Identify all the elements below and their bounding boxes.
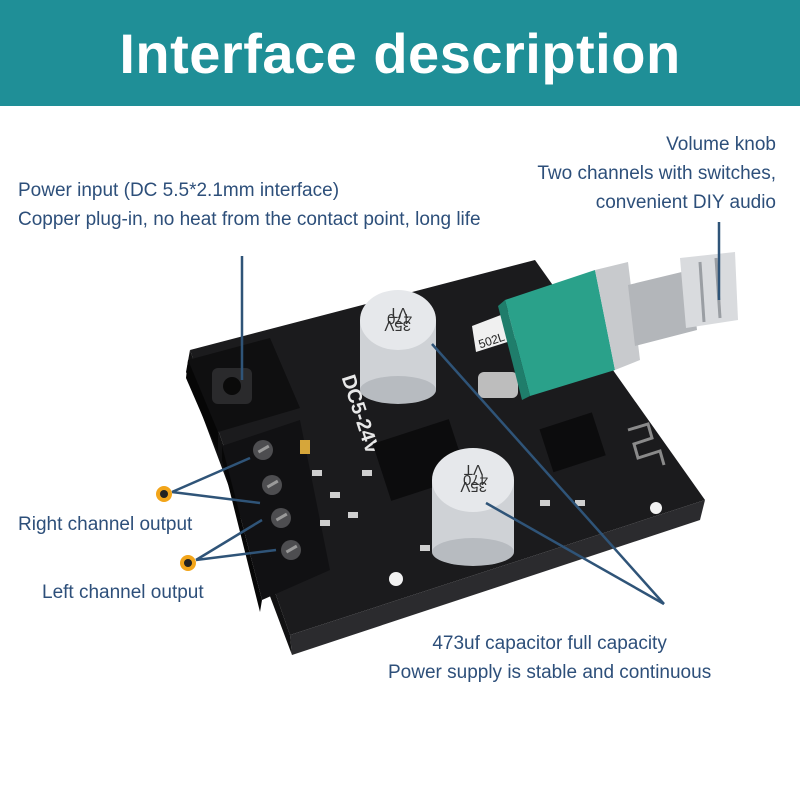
- callout-lines: [171, 222, 721, 606]
- cap-top-value: 470: [387, 310, 412, 327]
- capacitor-bottom: 470 35V VT: [432, 448, 514, 566]
- callout-cap-bottom: [485, 501, 665, 606]
- callout-left-bottom: [195, 548, 277, 562]
- cap-top-series: VT: [389, 304, 408, 321]
- callout-right-top: [171, 456, 251, 494]
- channel-markers: [156, 486, 196, 571]
- capacitor-description: 473uf capacitor full capacity Power supp…: [388, 629, 711, 687]
- volume-knob-detail-1: Two channels with switches,: [537, 163, 776, 184]
- capacitor-top: 470 35V VT: [360, 290, 436, 404]
- title-banner: Interface description: [0, 0, 800, 106]
- volume-knob-title: Volume knob: [666, 134, 776, 155]
- callout-left-top: [195, 518, 263, 562]
- right-channel-label: Right channel output: [18, 514, 193, 535]
- cap-bottom-value: 470: [463, 471, 488, 488]
- volume-potentiometer: 502L: [472, 252, 738, 400]
- volume-knob-description: Volume knob Two channels with switches, …: [537, 130, 776, 217]
- capacitor-detail: Power supply is stable and continuous: [388, 662, 712, 683]
- power-input-title: Power input (DC 5.5*2.1mm interface): [18, 180, 340, 201]
- page-title: Interface description: [119, 21, 681, 85]
- left-channel-label: Left channel output: [42, 582, 204, 603]
- callout-cap-top: [431, 343, 665, 605]
- cap-bottom-voltage: 35V: [460, 478, 487, 495]
- power-input-detail: Copper plug-in, no heat from the contact…: [18, 209, 481, 230]
- cap-bottom-series: VT: [464, 461, 483, 478]
- callout-right-bottom: [171, 490, 261, 505]
- power-input-description: Power input (DC 5.5*2.1mm interface) Cop…: [18, 176, 481, 234]
- cap-top-voltage: 35V: [384, 317, 411, 334]
- volume-knob-detail-2: convenient DIY audio: [595, 192, 776, 213]
- capacitor-title: 473uf capacitor full capacity: [432, 633, 667, 654]
- screw-terminal-block: [222, 420, 330, 612]
